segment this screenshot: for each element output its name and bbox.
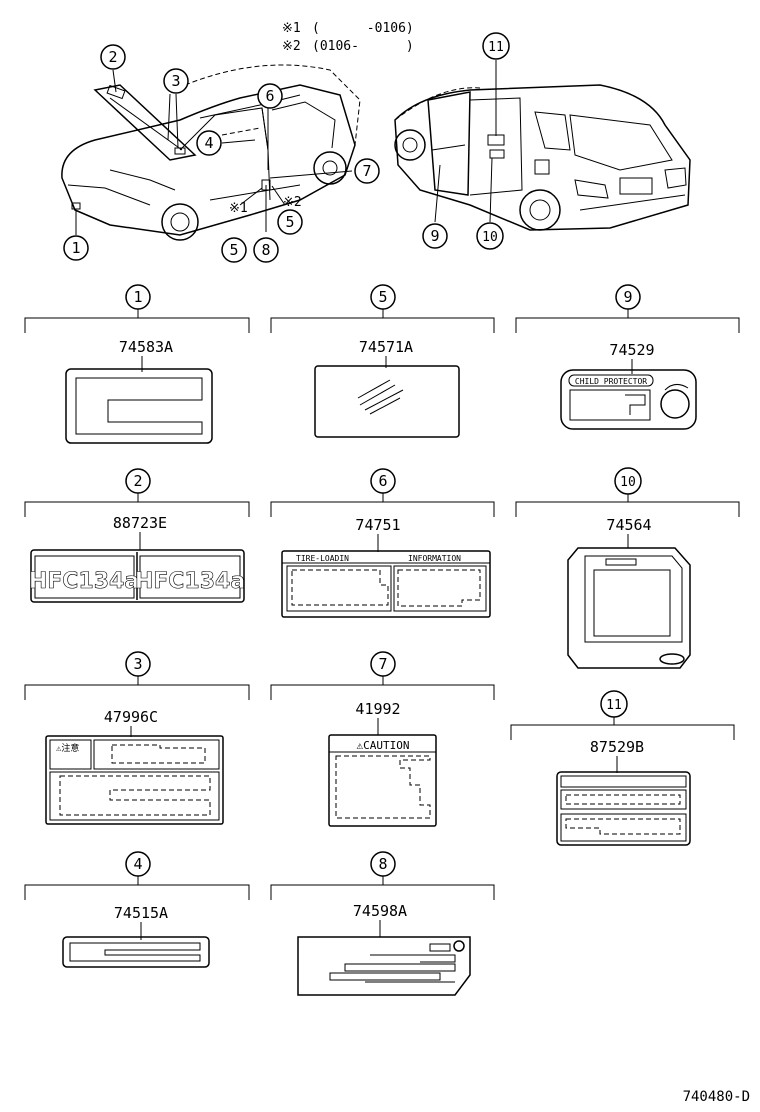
- tire-loading-text: TIRE-LOADIN: [296, 554, 349, 563]
- svg-text:8: 8: [378, 855, 387, 873]
- legend-mark-2: ※2: [282, 39, 301, 54]
- legend-mark-1: ※1: [282, 21, 301, 36]
- callout-6: 6: [257, 83, 283, 109]
- variant-mark-1: ※1: [229, 201, 248, 216]
- part-group-9: 9 74529 CHILD PROTECTOR: [515, 284, 740, 430]
- callout-8: 8: [253, 237, 279, 263]
- part-group-2: 2 88723E HFC134a HFC134a: [24, 468, 250, 603]
- svg-text:10: 10: [482, 230, 498, 245]
- label-74571A: [314, 365, 460, 438]
- part-group-11: 11 87529B: [510, 690, 735, 846]
- legend: ※1 ( -0106) ※2 (0106- ): [282, 21, 414, 54]
- callout-11: 11: [482, 32, 510, 60]
- label-74751: [281, 550, 491, 618]
- legend-range-1: ( -0106): [312, 21, 414, 36]
- legend-range-2: (0106- ): [312, 39, 414, 54]
- part-number-74583A: 74583A: [119, 338, 173, 356]
- front-car-illustration: [61, 64, 361, 241]
- label-74564: [567, 547, 691, 669]
- svg-text:9: 9: [430, 227, 439, 245]
- diagram-id: 740480-D: [683, 1089, 750, 1105]
- svg-text:7: 7: [362, 162, 371, 180]
- svg-text:2: 2: [108, 48, 117, 66]
- callout-2: 2: [100, 44, 126, 70]
- part-group-8: 8 74598A: [270, 851, 495, 996]
- rear-callout-leaders: [434, 60, 497, 223]
- part-number-74564: 74564: [606, 516, 651, 534]
- part-number-41992: 41992: [355, 700, 400, 718]
- svg-text:4: 4: [133, 855, 142, 873]
- part-group-1: 1 74583A: [24, 284, 250, 444]
- illustration-callouts: 1 2 3 4 6 7 ※1 5 8 ※2: [63, 32, 510, 263]
- part-group-5: 5 74571A: [270, 284, 495, 438]
- svg-text:9: 9: [623, 288, 632, 306]
- part-number-74751: 74751: [355, 516, 400, 534]
- label-47996C: [45, 735, 224, 825]
- label-74529: [560, 369, 697, 430]
- rear-car-illustration: [394, 84, 691, 231]
- part-group-7: 7 41992 ⚠CAUTION: [270, 651, 495, 827]
- hfc-label-right: HFC134a: [135, 569, 245, 594]
- part-number-74529: 74529: [609, 341, 654, 359]
- label-87529B: [556, 771, 691, 846]
- label-74583A: [65, 368, 213, 444]
- svg-text:10: 10: [620, 475, 636, 490]
- part-number-74515A: 74515A: [114, 904, 168, 922]
- part-number-47996C: 47996C: [104, 708, 158, 726]
- svg-text:1: 1: [71, 239, 80, 257]
- caution-jp-text: ⚠注意: [56, 742, 79, 754]
- label-74598A: [297, 936, 471, 996]
- svg-text:2: 2: [133, 472, 142, 490]
- callout-7: 7: [354, 158, 380, 184]
- hfc-label-left: HFC134a: [29, 569, 139, 594]
- svg-text:11: 11: [606, 698, 622, 713]
- part-group-3: 3 47996C ⚠注意: [24, 651, 250, 825]
- svg-text:5: 5: [285, 213, 294, 231]
- label-74515A: [62, 936, 210, 968]
- callout-5b: 5: [277, 209, 303, 235]
- part-number-88723E: 88723E: [113, 514, 167, 532]
- svg-text:6: 6: [378, 472, 387, 490]
- svg-text:8: 8: [261, 241, 270, 259]
- part-number-74598A: 74598A: [353, 902, 407, 920]
- svg-text:7: 7: [378, 655, 387, 673]
- callout-4: 4: [196, 130, 222, 156]
- label-41992: [328, 734, 437, 827]
- svg-text:1: 1: [133, 288, 142, 306]
- svg-text:5: 5: [229, 241, 238, 259]
- part-number-74571A: 74571A: [359, 338, 413, 356]
- callout-10: 10: [476, 222, 504, 250]
- caution-text: ⚠CAUTION: [357, 739, 410, 752]
- callout-1: 1: [63, 235, 89, 261]
- child-protector-text: CHILD PROTECTOR: [575, 377, 647, 386]
- svg-text:3: 3: [133, 655, 142, 673]
- part-group-4: 4 74515A: [24, 851, 250, 968]
- callout-3: 3: [163, 68, 189, 94]
- callout-9: 9: [422, 223, 448, 249]
- svg-text:6: 6: [265, 87, 274, 105]
- part-number-87529B: 87529B: [590, 738, 644, 756]
- part-group-6: 6 74751 TIRE-LOADIN INFORMATION: [270, 468, 495, 618]
- label-88723E: [30, 549, 245, 603]
- svg-text:11: 11: [488, 40, 504, 55]
- callout-5a: 5: [221, 237, 247, 263]
- information-text: INFORMATION: [408, 554, 461, 563]
- svg-text:5: 5: [378, 288, 387, 306]
- svg-text:3: 3: [171, 72, 180, 90]
- variant-mark-2: ※2: [283, 195, 302, 210]
- svg-text:4: 4: [204, 134, 213, 152]
- part-group-10: 10 74564: [515, 467, 740, 669]
- front-callout-leaders: [75, 69, 353, 235]
